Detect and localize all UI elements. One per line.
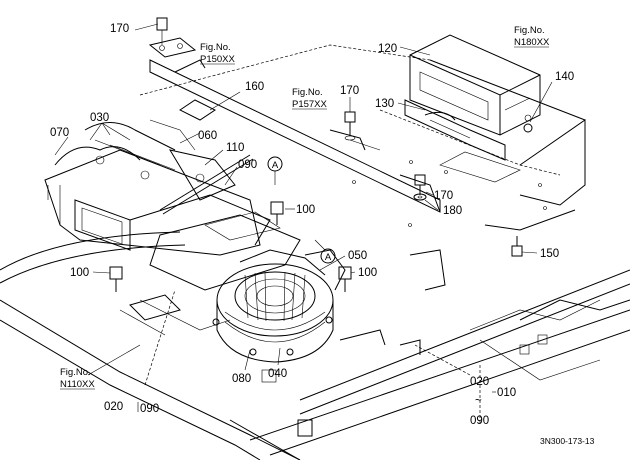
label-130: 130	[375, 98, 394, 110]
label-010: 010	[497, 387, 516, 399]
label-150: 150	[540, 248, 559, 260]
svg-text:Fig.No.: Fig.No.	[292, 87, 323, 98]
figure-references: Fig.No. P150XX Fig.No. N180XX Fig.No. P1…	[60, 25, 550, 390]
svg-text:N110XX: N110XX	[60, 379, 95, 390]
label-100-right: 100	[358, 267, 377, 279]
label-080: 080	[232, 373, 251, 385]
drawing-code: 3N300-173-13	[540, 436, 595, 446]
label-140: 140	[555, 71, 574, 83]
label-100-center: 100	[296, 204, 315, 216]
label-180: 180	[443, 205, 462, 217]
svg-text:Fig.No.: Fig.No.	[200, 42, 231, 53]
chassis-frame	[0, 231, 630, 460]
fig-ref-n180xx: Fig.No. N180XX	[514, 25, 550, 48]
svg-text:Fig.No.: Fig.No.	[514, 25, 545, 36]
callout-a-upper-letter: A	[272, 160, 279, 171]
label-120: 120	[378, 43, 397, 55]
svg-text:N180XX: N180XX	[514, 37, 550, 48]
label-040: 040	[268, 368, 287, 380]
label-170-top: 170	[110, 23, 129, 35]
label-range-tilde: ~	[475, 395, 482, 407]
svg-text:P157XX: P157XX	[292, 99, 328, 110]
duct-120	[409, 34, 541, 136]
callout-a-upper: A	[267, 156, 283, 185]
label-090-left: 090	[140, 403, 159, 415]
leader-lines	[54, 23, 553, 425]
callout-a-lower-letter: A	[325, 252, 332, 263]
bolt-170-mid	[344, 111, 356, 141]
fig-ref-p157xx: Fig.No. P157XX	[292, 87, 328, 110]
label-070: 070	[50, 127, 69, 139]
floor-plate	[139, 44, 586, 231]
label-060: 060	[198, 130, 217, 142]
label-030: 030	[90, 112, 109, 124]
bolt-170-right	[413, 174, 427, 201]
label-020-right: 020	[470, 376, 489, 388]
label-020-left: 020	[104, 401, 123, 413]
bolt-100-left	[109, 266, 123, 292]
label-090: 090	[238, 159, 257, 171]
bracket-p150xx	[148, 17, 197, 58]
callout-a-lower: A	[314, 239, 336, 264]
mount-brackets	[129, 249, 446, 383]
blower-assembly	[212, 249, 346, 363]
hvac-unit	[44, 119, 301, 291]
svg-text:Fig.No.: Fig.No.	[60, 367, 91, 378]
svg-text:P150XX: P150XX	[200, 54, 236, 65]
bolt-150	[511, 236, 523, 257]
bolt-140	[523, 123, 533, 133]
fig-ref-p150xx: Fig.No. P150XX	[200, 42, 236, 65]
label-090-right: 090	[470, 415, 489, 427]
duct-130	[404, 99, 506, 161]
label-110: 110	[226, 142, 244, 154]
label-170-right: 170	[434, 190, 453, 202]
label-050: 050	[348, 250, 367, 262]
label-160: 160	[245, 81, 264, 93]
bolt-100-center	[270, 201, 284, 225]
part-number-labels: 170 120 140 160 170 130 030 070 060 110 …	[50, 23, 574, 427]
label-170-mid: 170	[340, 85, 359, 97]
label-100-left: 100	[70, 267, 89, 279]
fig-ref-n110xx: Fig.No. N110XX	[60, 367, 95, 390]
cross-member-160	[149, 59, 441, 213]
